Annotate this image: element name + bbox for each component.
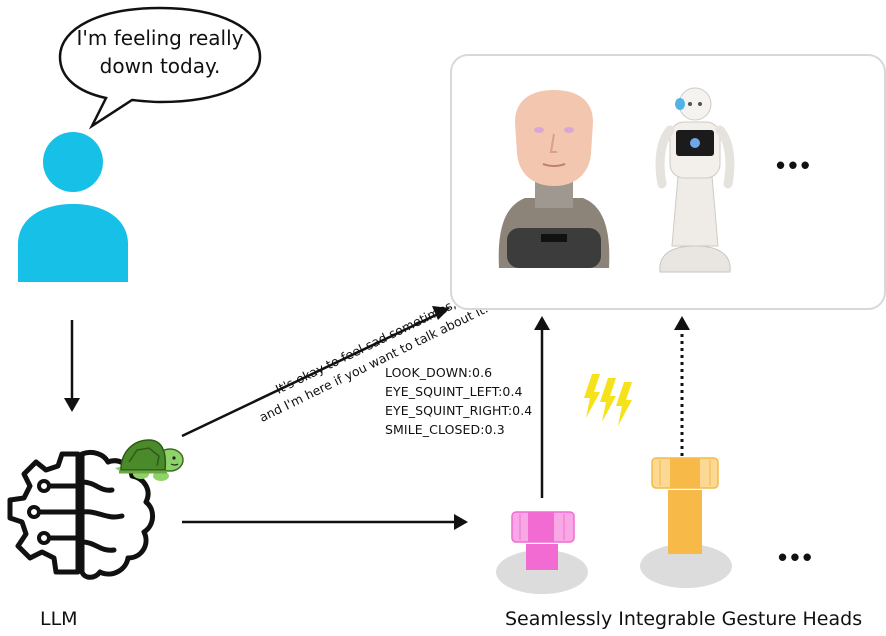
arrow-pink-head-to-robots: [534, 316, 550, 498]
speech-bubble-text: I'm feeling really down today.: [76, 26, 244, 78]
more-robots-ellipsis: • • •: [776, 150, 810, 180]
gesture-command: EYE_SQUINT_RIGHT:0.4: [385, 403, 533, 418]
humanoid-robot-image: [655, 87, 735, 273]
speech-bubble: [58, 6, 262, 130]
gesture-command: LOOK_DOWN:0.6: [385, 365, 493, 380]
arrow-user-to-llm: [64, 320, 80, 412]
gesture-command-list: LOOK_DOWN:0.6 EYE_SQUINT_LEFT:0.4 EYE_SQ…: [385, 363, 532, 439]
orange-gesture-head: [640, 457, 732, 588]
user-icon: [18, 132, 128, 282]
gesture-command: EYE_SQUINT_LEFT:0.4: [385, 384, 523, 399]
arrow-orange-head-to-robots: [674, 316, 690, 456]
brain-circuit-icon: [7, 449, 155, 580]
arrow-llm-to-heads: [182, 514, 468, 530]
gesture-heads-label: Seamlessly Integrable Gesture Heads: [505, 608, 863, 630]
more-heads-ellipsis: • • •: [778, 542, 812, 572]
turtle-icon: [115, 439, 184, 481]
llm-label: LLM: [40, 608, 78, 630]
robot-head-image: [498, 90, 610, 268]
lightning-icon: [584, 374, 632, 426]
pink-gesture-head: [496, 511, 588, 594]
gesture-command: SMILE_CLOSED:0.3: [385, 422, 505, 437]
